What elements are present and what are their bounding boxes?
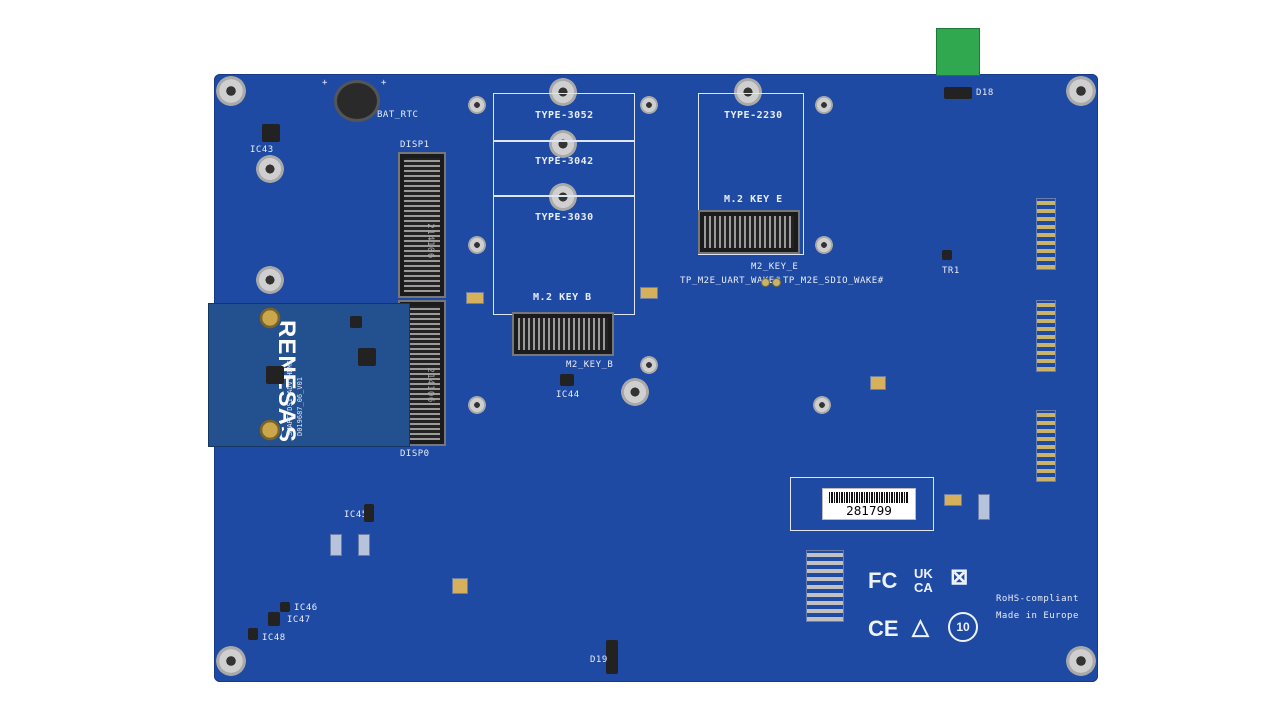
tr1-transistor [942,250,952,260]
pin-header [806,550,844,622]
disp1-connector-text: 214106 [424,223,435,259]
capacitor [452,578,468,594]
fc-mark: FC [868,568,898,593]
capacitor [870,376,886,390]
standoff-2230 [734,78,762,106]
bat-plus-label: + [322,78,328,88]
ic46-label: IC46 [294,603,318,613]
standoff-3052 [549,78,577,106]
ic46-chip [280,602,290,612]
resistor [358,534,370,556]
module-screw [258,306,282,330]
rohs-label: RoHS-compliant [996,594,1079,604]
m2-key-b-label: M.2 KEY B [533,292,592,303]
ukca-mark-top: UK [914,566,933,581]
power-terminal-block [936,28,980,76]
d18-diode [944,87,972,99]
serial-number: 281799 [846,504,892,518]
resistor [330,534,342,556]
m2-3030-divider [493,195,635,197]
mounting-hole [815,236,833,254]
tp-sdio-pad [772,278,781,287]
d18-label: D18 [976,88,994,98]
disp1-connector [398,152,446,298]
disp0-connector-text: 214106 [424,367,435,403]
mounting-hole [216,76,246,106]
resistor [978,494,990,520]
mounting-hole [468,236,486,254]
bat-rtc-label: BAT_RTC [377,110,419,120]
disp1-label: DISP1 [400,140,430,150]
type-3042-label: TYPE-3042 [535,156,594,167]
pin-header [1036,300,1056,372]
tp-sdio-label: TP_M2E_SDIO_WAKE# [783,276,884,286]
d19-diode [606,640,618,674]
standoff-3030 [549,183,577,211]
mounting-hole [1066,76,1096,106]
module-label: SMARC DSI-ADV-HDMI [286,360,294,436]
tr1-label: TR1 [942,266,960,276]
made-in-label: Made in Europe [996,611,1079,621]
bat-plus-label: + [381,78,387,88]
module-ic [350,316,362,328]
recycle-10-mark: 10 [948,612,978,642]
capacitor [944,494,962,506]
mounting-hole [468,396,486,414]
ic47-label: IC47 [287,615,311,625]
ic48-chip [248,628,258,640]
hdmi-adapter-module [208,303,410,447]
type-3052-label: TYPE-3052 [535,110,594,121]
m2-key-e-connector [698,210,800,254]
mounting-hole [813,396,831,414]
mounting-hole [621,378,649,406]
label-outline [790,477,934,531]
standoff-3042 [549,130,577,158]
weee-bin-icon: ⊠ [950,564,969,589]
mounting-hole [256,266,284,294]
disp0-label: DISP0 [400,449,430,459]
m2-key-b-outline [493,93,635,315]
mounting-hole [256,155,284,183]
mounting-hole [468,96,486,114]
ic45-label: IC45 [344,510,368,520]
m2-3042-divider [493,140,635,142]
m2-key-e-label: M.2 KEY E [724,194,783,205]
d19-label: D19 [590,655,608,665]
mounting-hole [640,96,658,114]
tp-uart-pad [761,278,770,287]
type-3030-label: TYPE-3030 [535,212,594,223]
rtc-battery-holder [334,80,380,122]
module-ic [266,366,284,384]
module-ic [358,348,376,366]
type-2230-label: TYPE-2230 [724,110,783,121]
ce-mark: CE [868,616,899,641]
mounting-hole [1066,646,1096,676]
tp-uart-label: TP_M2E_UART_WAKE# [680,276,781,286]
mounting-hole [640,356,658,374]
pin-header [1036,198,1056,270]
ic43-label: IC43 [250,145,274,155]
m2-key-e-outline [698,93,804,255]
module-screw [258,418,282,442]
module-revision-label: D019687_06_V01 [296,376,304,436]
ic44-chip [560,374,574,386]
ic47-chip [268,612,280,626]
ukca-mark-bottom: CA [914,580,933,595]
m2-key-b-ref: M2_KEY_B [566,360,614,370]
ic48-label: IC48 [262,633,286,643]
mounting-hole [815,96,833,114]
barcode-bars [829,492,909,503]
serial-barcode: 281799 [822,488,916,520]
pin-header [1036,410,1056,482]
capacitor [640,287,658,299]
capacitor [466,292,484,304]
m2-key-e-ref: M2_KEY_E [751,262,799,272]
esd-warning-icon: △ [912,614,929,639]
ic45-chip [364,504,374,522]
mounting-hole [216,646,246,676]
m2-key-b-connector [512,312,614,356]
ic43-chip [262,124,280,142]
ic44-label: IC44 [556,390,580,400]
